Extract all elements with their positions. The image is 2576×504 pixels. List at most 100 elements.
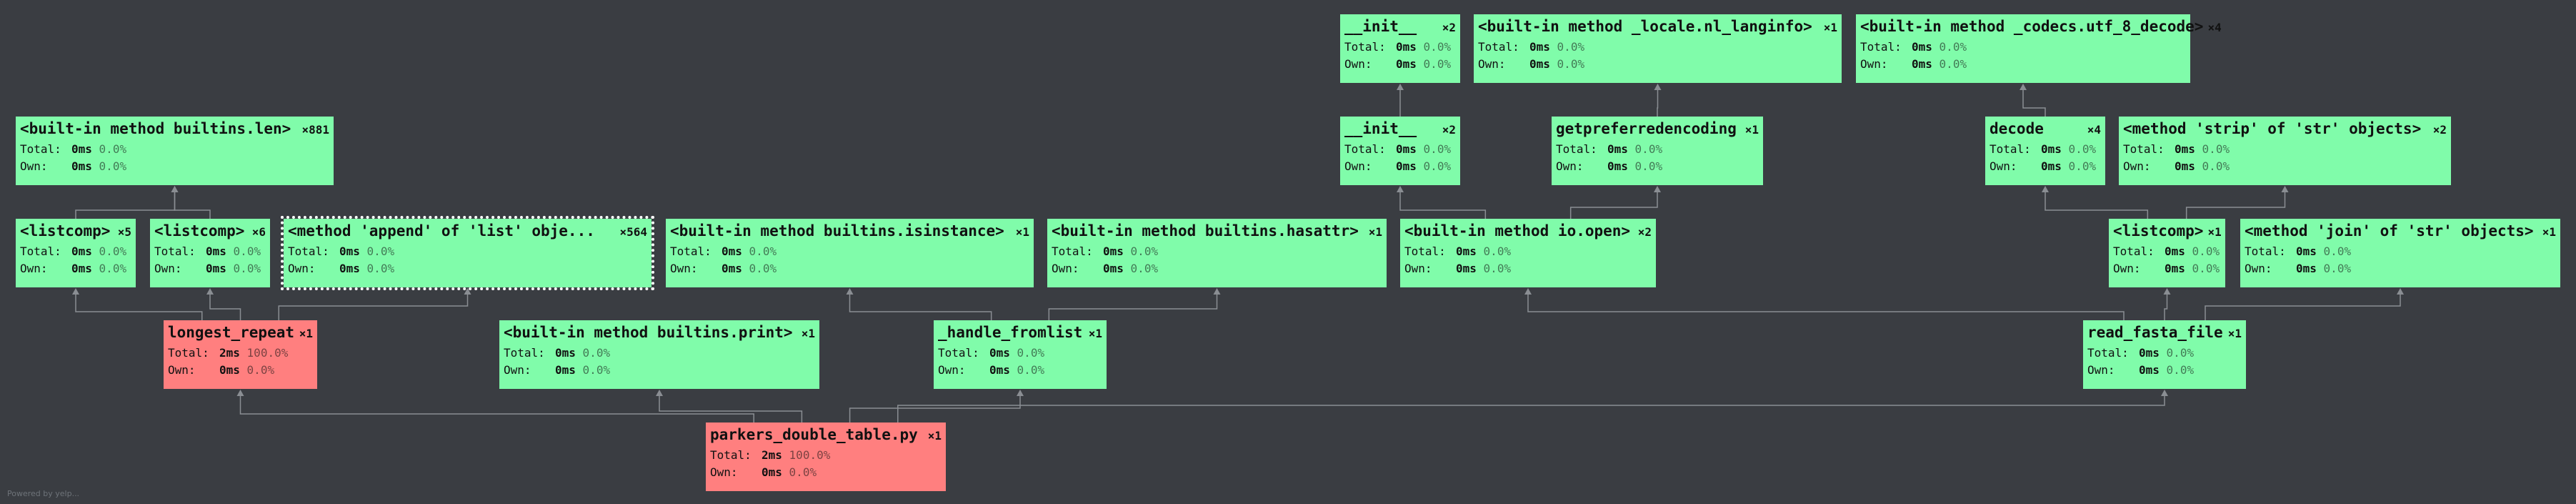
edge-root-to-longest <box>239 395 754 423</box>
call-count: ×1 <box>1744 123 1759 137</box>
node-name: <listcomp> <box>2113 222 2204 239</box>
node-name: decode <box>1990 120 2044 137</box>
total-row: Total:0ms 0.0% <box>2113 244 2221 258</box>
total-row: Total:0ms 0.0% <box>2123 142 2447 156</box>
total-label: Total: <box>20 142 61 156</box>
own-row: Own:0ms 0.0% <box>1556 159 1759 173</box>
own-label: Own: <box>1344 159 1372 173</box>
own-label: Own: <box>2123 159 2151 173</box>
total-row: Total:0ms 0.0% <box>2087 346 2242 360</box>
call-count: ×1 <box>801 327 815 340</box>
node-name: <method 'strip' of 'str' objects> <box>2123 120 2422 137</box>
edge-arrowhead <box>236 390 244 396</box>
edge-longest-to-listcomp1 <box>75 294 203 320</box>
own-row: Own:0ms 0.0% <box>938 363 1102 377</box>
own-percent: 0.0% <box>1130 262 1159 275</box>
own-time: 0ms <box>2296 262 2317 275</box>
edge-getpref-to-langinfo <box>1657 89 1659 117</box>
call-count: ×2 <box>1637 225 1652 239</box>
total-percent: 0.0% <box>1557 40 1585 54</box>
own-time: 0ms <box>1396 159 1417 173</box>
footer-credit: Powered by yelp... <box>7 489 80 498</box>
edge-arrowhead <box>1397 186 1404 192</box>
own-time: 0ms <box>555 363 576 377</box>
own-row: Own:0ms 0.0% <box>1478 57 1837 71</box>
total-percent: 0.0% <box>2202 142 2230 156</box>
total-percent: 0.0% <box>2323 244 2352 258</box>
total-label: Total: <box>288 244 329 258</box>
edge-root-to-print <box>659 395 803 423</box>
total-time: 0ms <box>989 346 1010 360</box>
total-label: Total: <box>2123 142 2165 156</box>
own-time: 0ms <box>206 262 226 275</box>
total-row: Total:0ms 0.0% <box>1344 40 1456 54</box>
node-name: <built-in method builtins.hasattr> <box>1052 222 1359 239</box>
node-name: getpreferredencoding <box>1556 120 1737 137</box>
own-time: 0ms <box>762 465 782 479</box>
edge-arrowhead <box>1017 390 1024 396</box>
own-label: Own: <box>2245 262 2272 275</box>
own-time: 0ms <box>1912 57 1932 71</box>
own-row: Own:0ms 0.0% <box>2123 159 2447 173</box>
total-time: 2ms <box>762 448 782 462</box>
own-row: Own:0ms 0.0% <box>1344 159 1456 173</box>
own-row: Own:0ms 0.0% <box>154 262 266 275</box>
total-row: Total:0ms 0.0% <box>2245 244 2556 258</box>
node-name: <method 'join' of 'str' objects> <box>2245 222 2534 239</box>
own-label: Own: <box>670 262 698 275</box>
edge-arrowhead <box>2397 288 2404 295</box>
own-time: 0ms <box>71 159 92 173</box>
node-codecs-utf8-decode[interactable]: <built-in method _codecs.utf_8_decode>×4… <box>1856 14 2222 83</box>
edge-arrowhead <box>1654 84 1662 90</box>
total-label: Total: <box>670 244 712 258</box>
total-percent: 0.0% <box>1017 346 1045 360</box>
total-label: Total: <box>154 244 196 258</box>
own-percent: 0.0% <box>1557 57 1585 71</box>
edge-arrowhead <box>464 288 471 295</box>
node-name: read_fasta_file <box>2087 324 2223 341</box>
own-percent: 0.0% <box>1017 363 1045 377</box>
total-percent: 0.0% <box>1130 244 1159 258</box>
call-count: ×2 <box>1442 21 1456 34</box>
total-time: 0ms <box>1396 40 1417 54</box>
own-percent: 0.0% <box>2166 363 2195 377</box>
node-name: <method 'append' of 'list' obje... <box>288 222 595 239</box>
node-name: <built-in method builtins.isinstance> <box>670 222 1004 239</box>
total-percent: 0.0% <box>2166 346 2195 360</box>
own-row: Own:0ms 0.0% <box>710 465 942 479</box>
node-name: parkers_double_table.py <box>710 426 918 443</box>
own-row: Own:0ms 0.0% <box>1860 57 2186 71</box>
total-label: Total: <box>1052 244 1093 258</box>
total-percent: 100.0% <box>789 448 831 462</box>
own-time: 0ms <box>722 262 742 275</box>
edge-arrowhead <box>171 186 179 192</box>
total-row: Total:0ms 0.0% <box>1990 142 2101 156</box>
total-label: Total: <box>710 448 752 462</box>
own-row: Own:0ms 0.0% <box>1344 57 1456 71</box>
total-percent: 0.0% <box>233 244 261 258</box>
own-time: 0ms <box>2041 159 2062 173</box>
total-label: Total: <box>1478 40 1519 54</box>
own-label: Own: <box>2113 262 2141 275</box>
total-time: 0ms <box>339 244 360 258</box>
